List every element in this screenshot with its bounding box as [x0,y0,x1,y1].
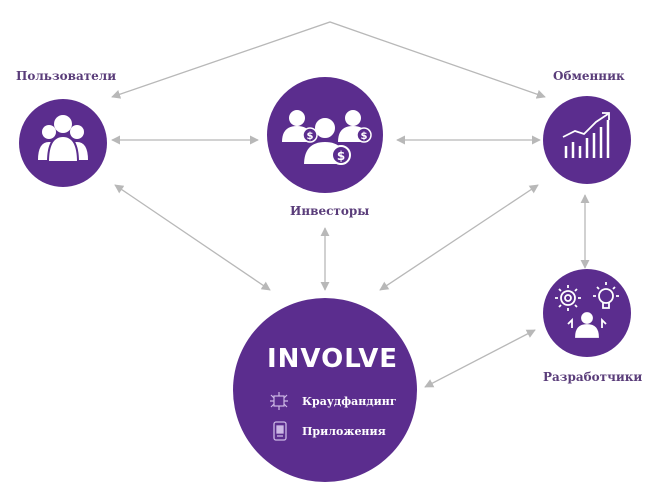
arrow-users-involve [114,184,271,291]
users-label: Пользователи [16,69,117,83]
bar-chart-growth-icon [562,112,610,158]
circuit-icon [270,392,288,410]
investors-label: Инвесторы [290,204,370,218]
svg-text:$: $ [307,131,314,142]
arrow-exchange-involve [379,184,539,291]
feature-crowdfunding-label: Краудфандинг [302,395,397,408]
arrow-developers-involve [424,329,536,388]
feature-apps-label: Приложения [302,425,386,438]
investors-dollar-icon: $ $ $ [282,110,372,166]
svg-text:$: $ [337,149,345,163]
svg-text:$: $ [361,131,368,142]
arrow-users-exchange-top [111,21,546,99]
involve-node [233,298,417,482]
gear-bulb-person-icon [555,282,619,338]
connectors [111,21,590,388]
mobile-app-icon [273,421,287,441]
people-group-icon [38,115,88,163]
developers-label: Разработчики [543,370,643,384]
involve-title: INVOLVE [267,344,399,374]
exchange-label: Обменник [553,69,625,83]
